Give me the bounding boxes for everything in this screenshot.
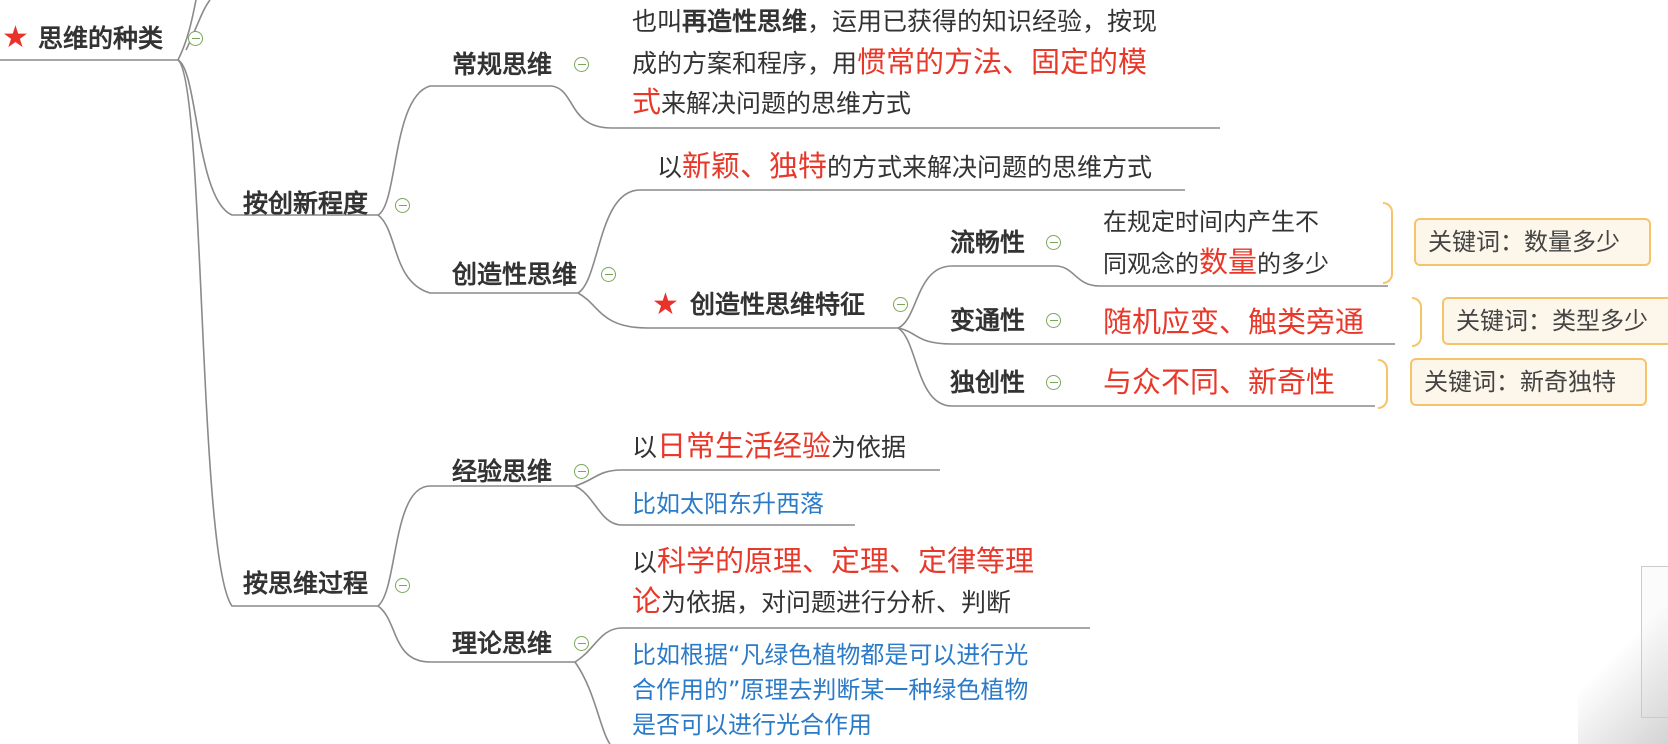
link-theoretical-desc [574, 627, 1090, 663]
link-root-process [177, 59, 378, 607]
flexibility-desc: 随机应变、触类旁通 [1103, 305, 1365, 339]
collapse-icon[interactable] [574, 636, 589, 651]
node-empirical[interactable]: 经验思维 [452, 457, 553, 486]
collapse-icon[interactable] [395, 198, 410, 213]
collapse-icon[interactable] [188, 31, 203, 46]
brace-icon [1378, 359, 1388, 409]
link-process-theoretical [377, 605, 575, 663]
collapse-icon[interactable] [1046, 235, 1061, 250]
link-theoretical-example [574, 661, 611, 744]
node-fluency[interactable]: 流畅性 [950, 228, 1026, 257]
collapse-icon[interactable] [574, 464, 589, 479]
link-root-innovation [177, 59, 378, 216]
link-empirical-example [574, 485, 855, 526]
collapse-icon[interactable] [601, 267, 616, 282]
empirical-desc: 以日常生活经验为依据 [632, 429, 907, 463]
theoretical-desc-line1: 以科学的原理、定理、定律等理 [632, 544, 1035, 578]
node-creative-features[interactable]: 创造性思维特征 [690, 290, 866, 319]
link-features-originality [897, 327, 1055, 407]
link-empirical-desc [574, 469, 940, 487]
conventional-desc-line3: 式来解决问题的思维方式 [632, 85, 912, 119]
creative-desc: 以新颖、独特的方式来解决问题的思维方式 [657, 149, 1153, 183]
collapse-icon[interactable] [574, 57, 589, 72]
theoretical-example-line3: 是否可以进行光合作用 [632, 711, 872, 739]
conventional-desc-line2: 成的方案和程序，用惯常的方法、固定的模 [632, 45, 1148, 79]
branch-process[interactable]: 按思维过程 [243, 569, 369, 598]
link-process-empirical [377, 485, 575, 607]
star-icon: ★ [2, 20, 29, 55]
theoretical-example-line1: 比如根据“凡绿色植物都是可以进行光 [632, 641, 1029, 669]
collapse-icon[interactable] [1046, 313, 1061, 328]
link-fluency-desc [1054, 265, 1388, 287]
keyword-originality: 关键词：新奇独特 [1410, 358, 1647, 406]
star-icon: ★ [652, 287, 679, 322]
conventional-desc-line1: 也叫再造性思维，运用已获得的知识经验，按现 [632, 7, 1158, 36]
theoretical-example-line2: 合作用的”原理去判断某一种绿色植物 [632, 676, 1029, 704]
brace-icon [1383, 202, 1393, 284]
link-innovation-creative [377, 214, 578, 294]
link-conventional-desc [551, 85, 1220, 129]
theoretical-desc-line2: 论为依据，对问题进行分析、判断 [632, 584, 1012, 618]
empirical-example: 比如太阳东升西落 [632, 490, 824, 518]
link-features-flexibility [897, 327, 1055, 345]
fluency-desc-line1: 在规定时间内产生不 [1103, 208, 1319, 236]
keyword-fluency: 关键词：数量多少 [1414, 218, 1651, 266]
collapse-icon[interactable] [893, 297, 908, 312]
originality-desc: 与众不同、新奇性 [1103, 365, 1336, 399]
link-creative-desc [577, 189, 1185, 294]
fluency-desc-line2: 同观念的数量的多少 [1103, 245, 1330, 279]
collapse-icon[interactable] [1046, 375, 1061, 390]
node-originality[interactable]: 独创性 [950, 368, 1026, 397]
node-creative[interactable]: 创造性思维 [452, 260, 578, 289]
keyword-flexibility: 关键词：类型多少 [1442, 297, 1668, 345]
corner-shadow [1578, 594, 1668, 744]
brace-icon [1412, 297, 1422, 347]
root-node[interactable]: 思维的种类 [38, 24, 164, 53]
collapse-icon[interactable] [395, 578, 410, 593]
node-conventional[interactable]: 常规思维 [452, 50, 553, 79]
link-innovation-conventional [377, 85, 552, 216]
link-creative-features [577, 292, 898, 329]
link-features-fluency [897, 265, 1055, 329]
node-theoretical[interactable]: 理论思维 [452, 629, 553, 658]
node-flexibility[interactable]: 变通性 [950, 306, 1026, 335]
branch-innovation[interactable]: 按创新程度 [243, 189, 369, 218]
